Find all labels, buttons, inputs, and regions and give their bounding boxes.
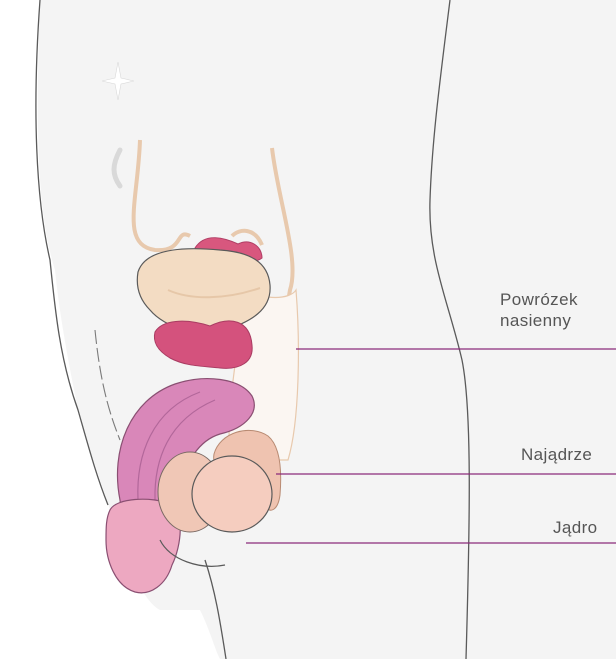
testis (192, 456, 272, 532)
label-testis: Jądro (553, 517, 598, 538)
label-spermatic-cord: Powrózek nasienny (500, 289, 616, 331)
label-spermatic-cord-line1: Powrózek (500, 289, 616, 310)
label-spermatic-cord-line2: nasienny (500, 310, 616, 331)
label-epididymis: Najądrze (521, 444, 592, 465)
